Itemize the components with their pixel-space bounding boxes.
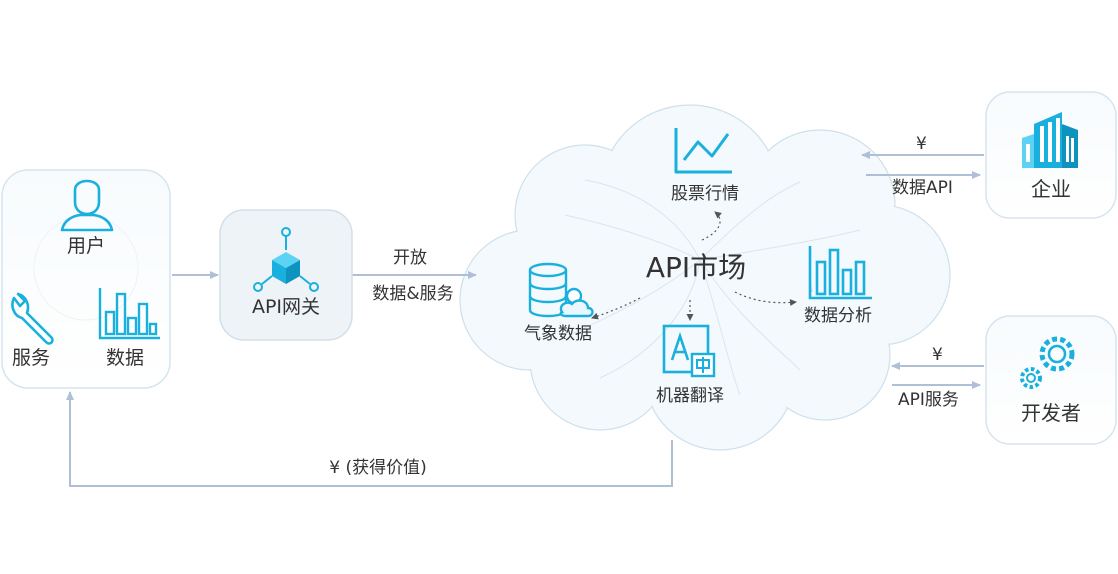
weather-database-icon: [528, 262, 594, 318]
bar-chart-icon: [98, 288, 160, 340]
api-service-label: API服务: [898, 390, 959, 410]
gears-icon: [1020, 336, 1075, 389]
user-label: 用户: [66, 235, 106, 257]
api-gateway-label: API网关: [251, 296, 321, 318]
enterprise-box: [985, 91, 1117, 219]
building-icon: [1022, 112, 1078, 168]
service-label: 服务: [12, 347, 51, 369]
market-inner-arrows: [591, 211, 797, 321]
developer-payment-label: ¥: [932, 345, 943, 365]
value-feedback-label: ¥ (获得价值): [329, 458, 427, 478]
open-label: 开放: [393, 248, 427, 268]
weather-data-label: 气象数据: [524, 324, 592, 344]
stock-market-label: 股票行情: [671, 184, 739, 204]
stakeholder-box: [1, 169, 171, 389]
gateway-cube-icon: [253, 227, 319, 292]
analysis-bar-chart-icon: [808, 246, 872, 300]
developer-label: 开发者: [1021, 401, 1081, 425]
machine-translation-label: 机器翻译: [656, 386, 724, 406]
data-api-label: 数据API: [892, 178, 953, 198]
data-and-service-label: 数据&服务: [372, 284, 454, 304]
stock-chart-icon: [674, 128, 732, 174]
user-icon: [60, 179, 114, 232]
data-analysis-label: 数据分析: [804, 306, 872, 326]
translate-icon: [662, 324, 716, 378]
api-gateway-box: [219, 209, 353, 341]
connector-lines: [66, 151, 984, 487]
developer-box: [985, 315, 1117, 445]
arrow-value-feedback: [66, 391, 673, 487]
api-market-cloud: [459, 104, 951, 451]
enterprise-payment-label: ¥: [916, 134, 927, 154]
api-market-title: API市场: [645, 251, 747, 284]
enterprise-label: 企业: [1031, 177, 1071, 201]
data-label: 数据: [106, 347, 145, 369]
wrench-icon: [11, 292, 54, 345]
